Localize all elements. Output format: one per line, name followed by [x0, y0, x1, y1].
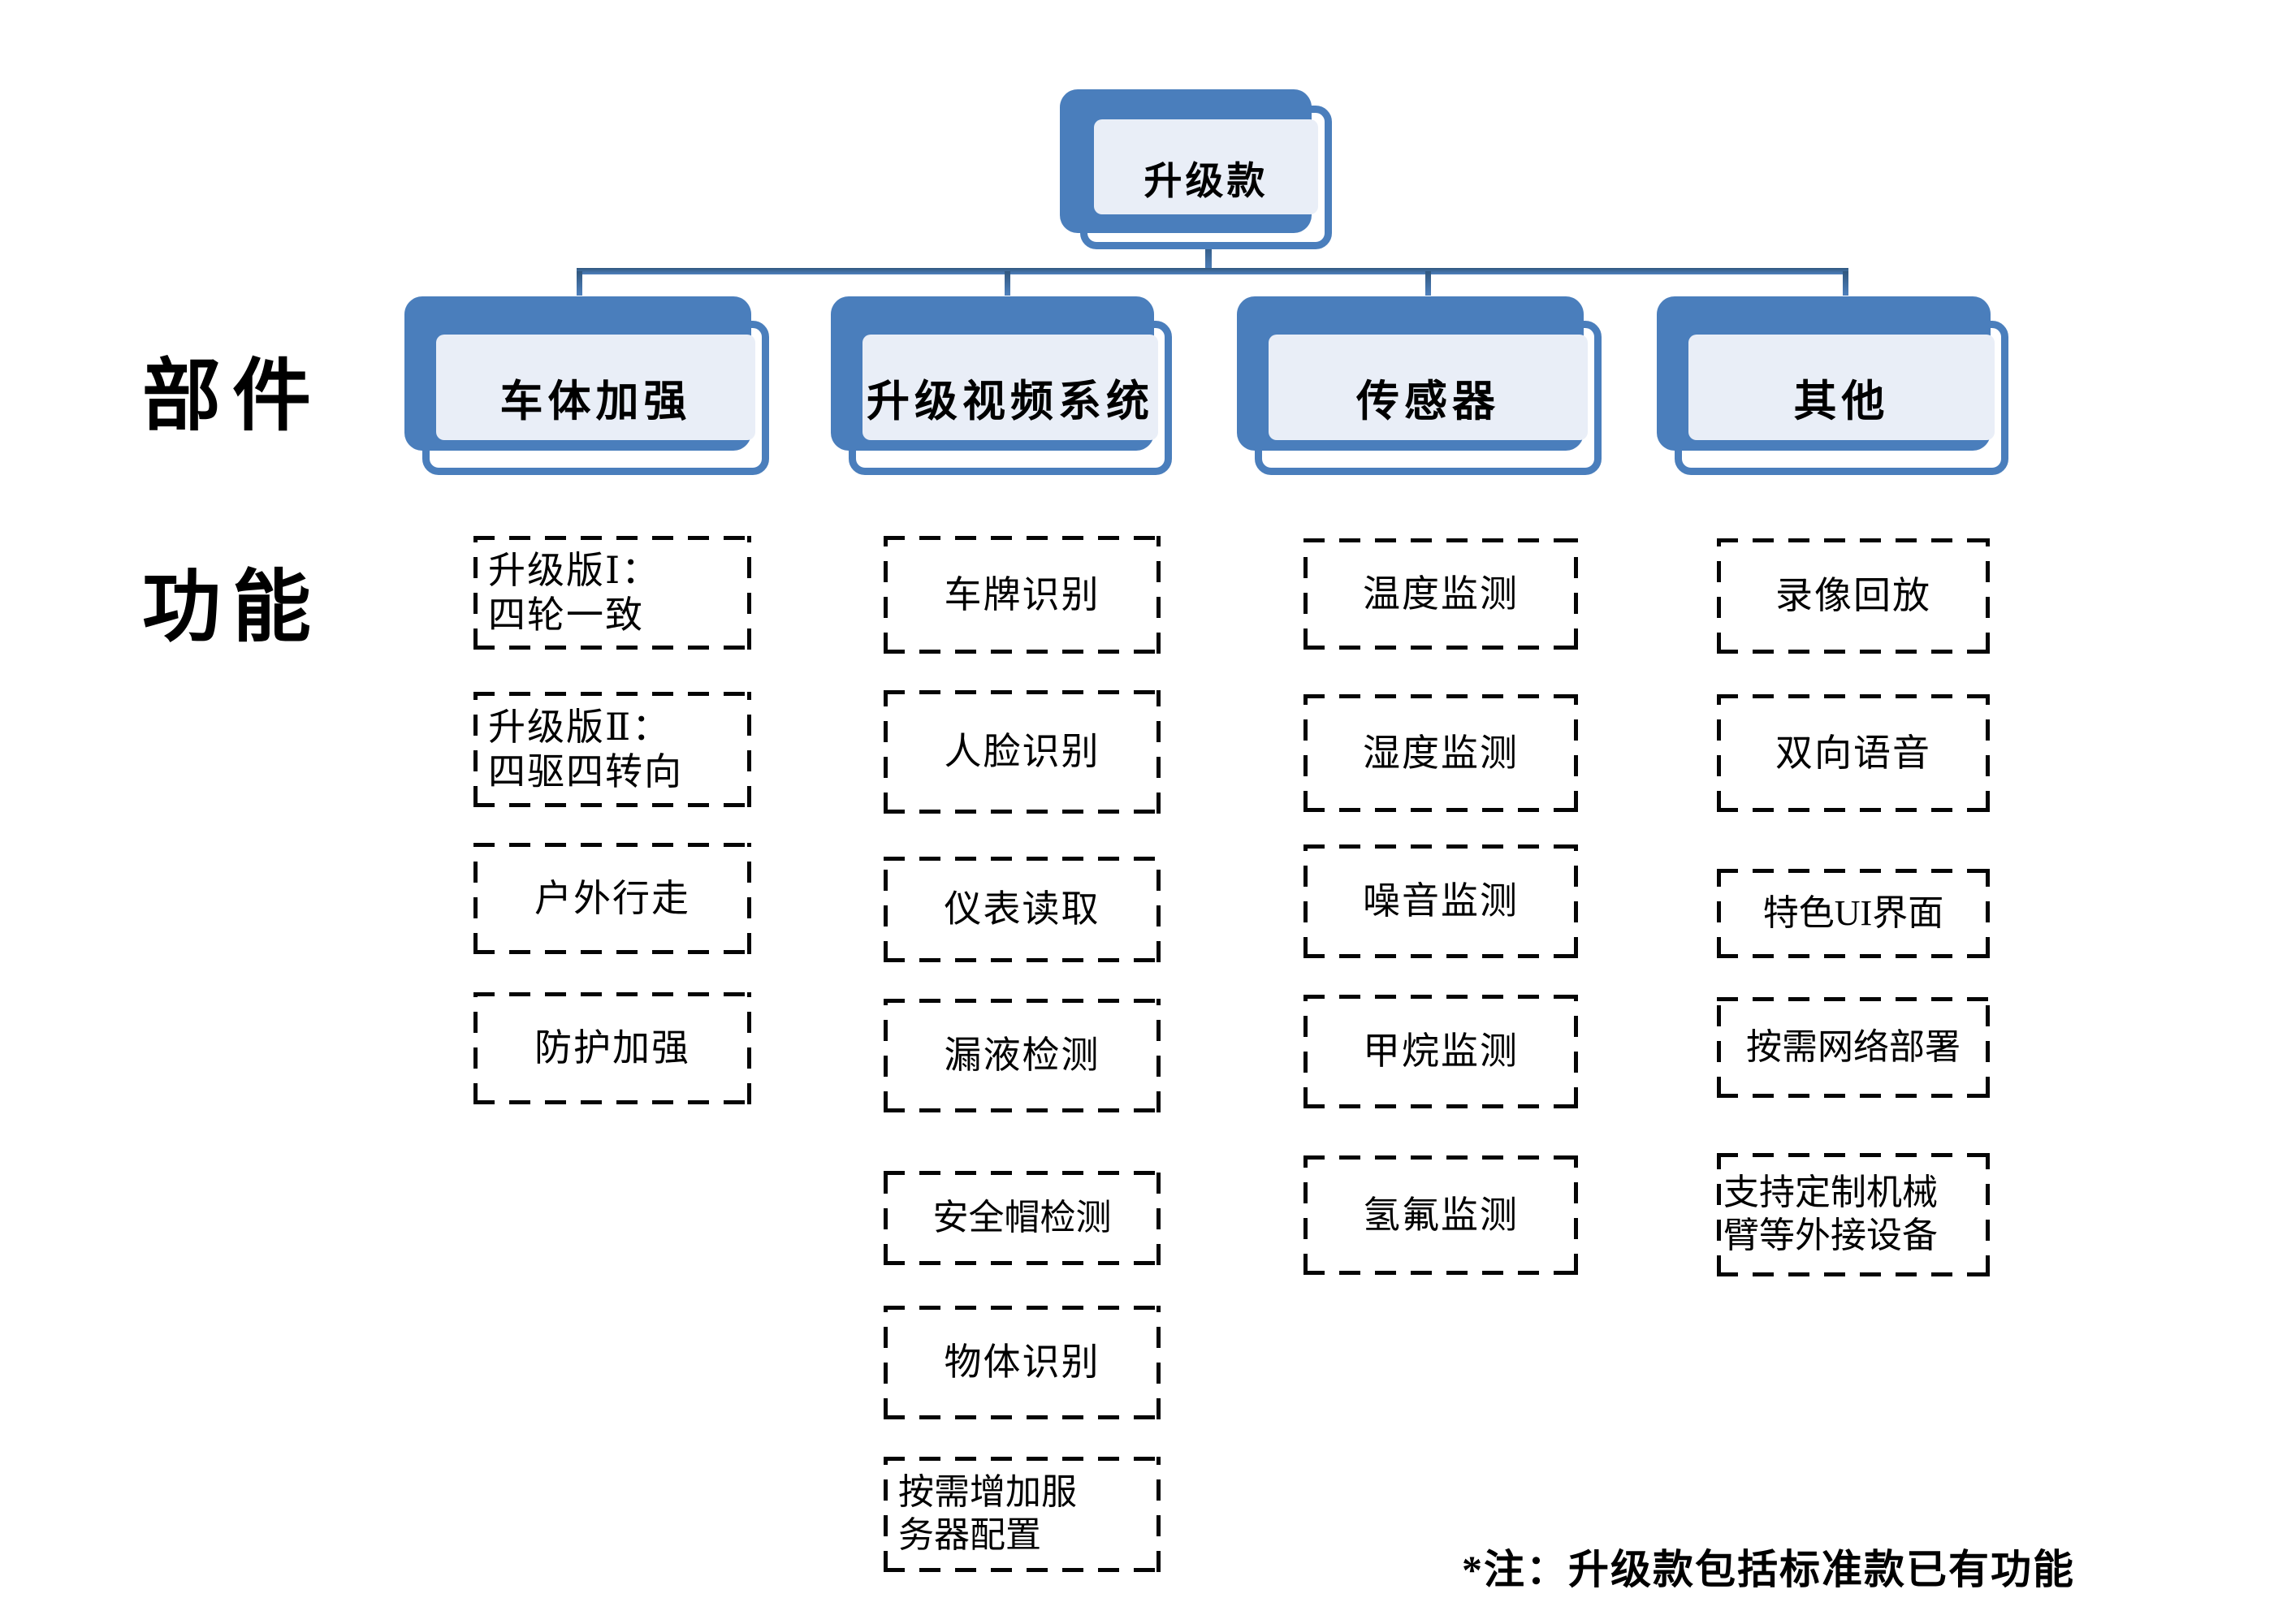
footnote: *注：升级款包括标准款已有功能	[1462, 1547, 2075, 1592]
feature-box: 湿度监测	[1303, 694, 1578, 812]
connector-horizontal	[577, 268, 1848, 274]
row-label-components: 部件	[142, 353, 322, 440]
feature-box: 升级版Ⅱ： 四驱四转向	[473, 692, 751, 807]
feature-box: 漏液检测	[884, 999, 1161, 1112]
feature-box: 支持定制机械 臂等外接设备	[1717, 1153, 1990, 1276]
feature-box: 仪表读取	[884, 857, 1161, 962]
feature-box: 双向语音	[1717, 694, 1990, 812]
branch-header-label: 车体加强	[499, 378, 692, 425]
connector-drop-3	[1425, 271, 1431, 296]
feature-box: 温度监测	[1303, 538, 1578, 650]
branch-header-body-reinforcement: 车体加强	[404, 296, 769, 475]
feature-box: 安全帽检测	[884, 1171, 1161, 1265]
feature-box: 户外行走	[473, 843, 751, 954]
connector-drop-4	[1843, 271, 1848, 296]
branch-header-sensors: 传感器	[1237, 296, 1602, 475]
feature-box: 特色UI界面	[1717, 869, 1990, 958]
feature-box: 物体识别	[884, 1306, 1161, 1419]
root-node-label: 升级款	[1143, 161, 1269, 203]
feature-box: 按需增加服 务器配置	[884, 1457, 1161, 1572]
branch-header-label: 其他	[1793, 378, 1890, 425]
branch-header-label: 传感器	[1356, 378, 1500, 425]
branch-header-label: 升级视频系统	[867, 378, 1154, 425]
feature-box: 人脸识别	[884, 690, 1161, 814]
feature-box: 录像回放	[1717, 538, 1990, 654]
feature-box: 按需网络部署	[1717, 997, 1990, 1098]
connector-drop-1	[577, 271, 582, 296]
connector-drop-2	[1005, 271, 1010, 296]
root-node: 升级款	[1060, 89, 1332, 249]
feature-box: 甲烷监测	[1303, 995, 1578, 1108]
feature-box: 防护加强	[473, 992, 751, 1104]
feature-box: 噪音监测	[1303, 844, 1578, 958]
row-label-functions: 功能	[142, 564, 322, 651]
feature-box: 氢氟监测	[1303, 1155, 1578, 1275]
feature-box: 升级版Ⅰ： 四轮一致	[473, 536, 751, 650]
connector-root-vertical	[1205, 244, 1212, 271]
branch-header-video-system: 升级视频系统	[831, 296, 1172, 475]
feature-box: 车牌识别	[884, 536, 1161, 654]
branch-header-others: 其他	[1657, 296, 2008, 475]
